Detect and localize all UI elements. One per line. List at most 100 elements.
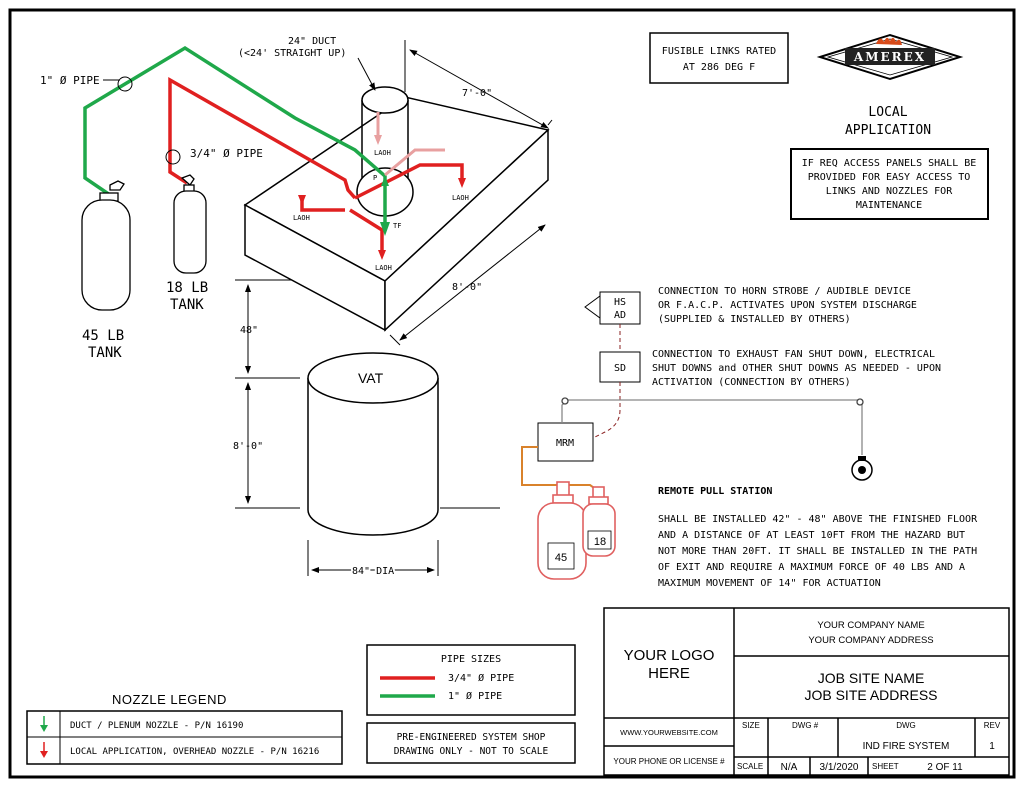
dim-hood-width [389,224,546,346]
title-block [603,607,1010,776]
legend-red-nozzle-icon [40,742,48,758]
pipe-one-inch [83,45,387,228]
horn-note-line-1: CONNECTION TO HORN STROBE / AUDIBLE DEVI… [658,286,911,297]
callout-circle [165,149,181,165]
pull-station-title: REMOTE PULL STATION [658,486,772,497]
dwg-value: IND FIRE SYSTEM [863,741,950,752]
pipe-one-inch-callout: 1" Ø PIPE [40,74,100,87]
dwg-no-label: DWG # [792,721,819,730]
legend-red-label: 3/4" Ø PIPE [448,672,514,684]
disclaimer-box [366,722,576,764]
rev-label: REV [984,721,1001,730]
company-address: YOUR COMPANY ADDRESS [808,635,933,646]
pull-note-line-2: AND A DISTANCE OF AT LEAST 10FT FROM THE… [658,530,965,541]
signal-wire [592,382,621,439]
duct-note-1: 24" DUCT [288,36,336,47]
pull-note-line-1: SHALL BE INSTALLED 42" - 48" ABOVE THE F… [658,514,978,525]
access-note-line-4: MAINTENANCE [856,200,922,211]
logo-placeholder-1: YOUR LOGO [624,647,715,664]
tank-45lb-label-1: 45 LB [82,328,124,344]
pipe-sizes-title: PIPE SIZES [441,654,501,665]
laoh-nozzle-icon [378,250,386,260]
plenum-nozzle-icon [381,176,389,186]
dim-hood-length [404,40,553,129]
horn-note-line-2: OR F.A.C.P. ACTIVATES UPON SYSTEM DISCHA… [658,300,917,311]
scale-value: N/A [781,762,798,773]
dim-vat-diameter [307,540,439,576]
application-line-1: LOCAL [868,105,907,120]
vat-label: VAT [358,370,384,386]
duct-note-2: (<24' STRAIGHT UP) [238,48,346,59]
duct-leader [357,57,376,91]
pipe-sizes-box [366,644,576,716]
tank-18lb-label-1: 18 LB [166,280,208,296]
nozzle-tag-laoh-1: LAOH [293,214,310,222]
fusible-links-line-2: AT 286 DEG F [683,62,755,73]
pull-cable [561,397,864,455]
horn-note-line-3: (SUPPLIED & INSTALLED BY OTHERS) [658,314,851,325]
dim-vat-height-text: 8'-0" [233,441,263,452]
fusible-links-line-1: FUSIBLE LINKS RATED [662,46,776,57]
fan-note-line-2: SHUT DOWNS and OTHER SHUT DOWNS AS NEEDE… [652,363,941,374]
vat [307,352,439,536]
sheet-label: SHEET [872,762,899,771]
dim-clearance-text: 48" [240,325,258,336]
access-note-box [790,148,989,220]
nozzle-tag-tf: TF [393,222,401,230]
cylinder-18-label: 18 [594,536,606,548]
sd-label: SD [614,363,626,374]
pipe-faded [376,112,445,177]
dim-hood-length-text: 7'-0" [462,88,492,99]
nozzle-legend-local: LOCAL APPLICATION, OVERHEAD NOZZLE - P/N… [70,747,319,757]
access-note-line-2: PROVIDED FOR EASY ACCESS TO [808,172,971,183]
laoh-nozzle-icon [458,178,466,188]
amerex-logo-text: AMEREX [853,50,926,64]
nozzle-legend-title: NOZZLE LEGEND [112,692,227,707]
dwg-label: DWG [896,721,916,730]
nozzle-tag-laoh-3: LAOH [375,264,392,272]
laoh-nozzle-icon [374,135,382,145]
scale-label: SCALE [737,762,763,771]
nozzle-tag-p: P [373,174,377,182]
pull-station-icon [851,456,873,481]
size-label: SIZE [742,721,760,730]
fan-note-line-1: CONNECTION TO EXHAUST FAN SHUT DOWN, ELE… [652,349,935,360]
horn-strobe-box [599,291,641,325]
legend-green-nozzle-icon [40,716,48,732]
disclaimer-line-1: PRE-ENGINEERED SYSTEM SHOP [397,732,546,743]
shutdown-box [599,351,641,383]
cylinder-45-label: 45 [555,552,567,564]
fan-note-line-3: ACTIVATION (CONNECTION BY OTHERS) [652,377,851,388]
horn-icon [584,295,601,319]
rev-value: 1 [989,741,995,752]
flame-icon [876,37,902,45]
hs-label: HS [614,297,626,308]
access-note-line-3: LINKS AND NOZZLES FOR [826,186,953,197]
dim-verticals [235,279,300,509]
job-site-address: JOB SITE ADDRESS [804,687,937,703]
drawing-date: 3/1/2020 [820,762,859,773]
amerex-logo: AMEREX [816,33,964,81]
pull-note-line-5: MAXIMUM MOVEMENT OF 14" FOR ACTUATION [658,578,881,589]
mrm-box [537,422,594,462]
sheet-value: 2 OF 11 [927,762,963,773]
dim-vat-diameter-text: 84" DIA [352,566,394,577]
fusible-links-box [649,32,789,84]
callout-circle [117,76,133,92]
cylinder-45-tag [547,542,575,570]
job-site-name: JOB SITE NAME [818,670,925,686]
mrm-label: MRM [556,438,574,449]
nozzle-tag-laoh-4: LAOH [374,149,391,157]
duct-nozzle-icon [380,222,390,236]
nozzle-arrows [298,135,466,260]
legend-green-label: 1" Ø PIPE [448,690,502,702]
nozzle-tag-laoh-2: LAOH [452,194,469,202]
nozzle-legend-duct: DUCT / PLENUM NOZZLE - P/N 16190 [70,721,243,731]
tank-45lb [81,180,131,311]
ad-label: AD [614,310,626,321]
sheet-border [8,8,1016,779]
logo-placeholder-2: HERE [648,665,690,682]
pull-note-line-4: OF EXIT AND REQUIRE A MAXIMUM FORCE OF 4… [658,562,965,573]
application-line-2: APPLICATION [845,123,931,138]
dim-hood-width-text: 8'-0" [452,282,482,293]
